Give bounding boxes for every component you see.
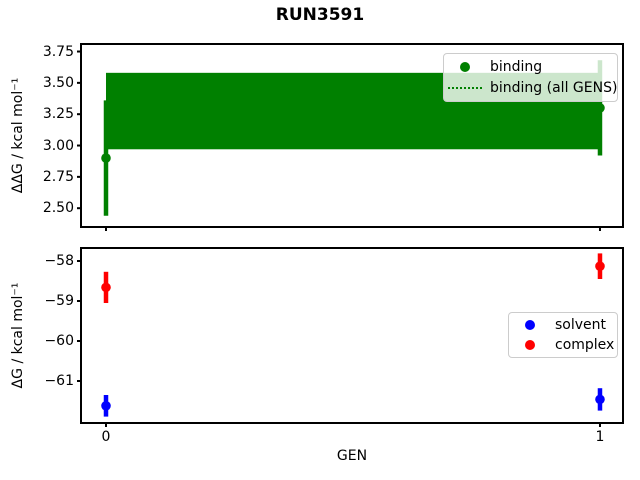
y-tick-label: 2.75 xyxy=(42,168,74,185)
x-tick-label: 0 xyxy=(101,429,111,445)
y-tick-label: −58 xyxy=(44,253,74,269)
legend-label: binding xyxy=(490,58,543,75)
y-tick-label: 3.25 xyxy=(42,106,74,123)
dot-swatch xyxy=(525,320,535,330)
y-tick-label: −60 xyxy=(44,333,74,349)
plot1-y-axis-label: ΔΔG / kcal mol⁻¹ xyxy=(10,77,26,194)
y-tick-label: 3.50 xyxy=(42,74,74,91)
binding-point xyxy=(101,153,111,163)
legend-panel1: binding binding (all GENS) xyxy=(443,53,618,102)
y-tick-label: 3.75 xyxy=(42,43,74,60)
dot-swatch xyxy=(460,61,470,72)
y-tick-label: −61 xyxy=(44,373,74,389)
legend-label: binding (all GENS) xyxy=(490,80,618,97)
legend-entry: complex xyxy=(513,335,615,355)
solvent-point xyxy=(101,401,111,411)
legend-label: complex xyxy=(555,337,615,353)
plot2-y-axis-label: ΔG / kcal mol⁻¹ xyxy=(10,282,26,389)
complex-point xyxy=(101,282,111,293)
axes-frame xyxy=(80,43,624,228)
legend-label: solvent xyxy=(555,317,607,333)
axes-frame xyxy=(80,247,624,424)
y-tick-label: −59 xyxy=(44,293,74,309)
legend-dot-icon xyxy=(513,320,547,330)
legend-dot-icon xyxy=(448,61,482,72)
figure-title: RUN3591 xyxy=(275,5,365,25)
legend-entry: binding xyxy=(448,56,611,78)
legend-entry: binding (all GENS) xyxy=(448,78,617,100)
legend-dot-icon xyxy=(513,340,547,350)
dot-swatch xyxy=(525,340,535,350)
x-tick-label: 1 xyxy=(595,429,605,445)
y-tick-label: 3.00 xyxy=(42,137,74,154)
complex-point xyxy=(595,261,605,272)
solvent-point xyxy=(595,394,605,405)
x-axis-label: GEN xyxy=(336,448,368,464)
dotted-line-swatch xyxy=(448,87,482,90)
legend-panel2: solvent complex xyxy=(508,312,618,358)
y-tick-label: 2.50 xyxy=(42,200,74,217)
legend-dotted-line-icon xyxy=(448,87,482,90)
legend-entry: solvent xyxy=(513,315,611,335)
binding-point xyxy=(595,103,605,113)
